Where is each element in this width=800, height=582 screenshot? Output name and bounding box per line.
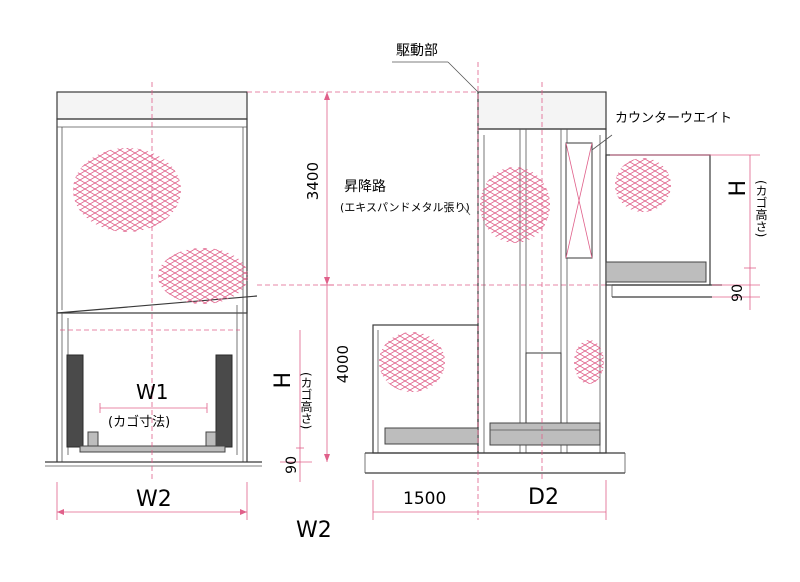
pit-right-dim: 90 <box>730 284 746 302</box>
center-dimensions <box>247 91 612 482</box>
pit-left-dim: 90 <box>284 456 300 474</box>
h-left-label: H (カゴ高さ) <box>271 372 315 429</box>
left-mesh-blob-2 <box>158 248 248 304</box>
right-elevation <box>364 62 760 520</box>
hoistway-note: (エキスパンドメタル張り) <box>340 201 470 214</box>
d2-label: D2 <box>528 485 559 510</box>
w2-outer-label: W2 <box>296 518 332 543</box>
h-left-note: (カゴ高さ) <box>299 372 313 430</box>
lower-height-dim: 4000 <box>334 345 352 384</box>
left-mesh-blob-1 <box>73 148 181 232</box>
h-right-letter: H <box>726 180 751 197</box>
right-rail-block <box>215 354 233 448</box>
left-elevation <box>45 82 262 520</box>
right-car-floor <box>489 422 601 446</box>
h-right-note: (カゴ高さ) <box>754 180 768 238</box>
h-right-label: H (カゴ高さ) <box>726 180 770 237</box>
h-left-letter: H <box>271 372 296 389</box>
w1-label: W1 <box>136 380 169 404</box>
counterweight-label: カウンターウエイト <box>615 111 733 126</box>
left-car-floor <box>79 445 226 453</box>
left-rail-block <box>66 354 84 448</box>
w1-note: (カゴ寸法) <box>108 415 171 430</box>
depth-front-dim: 1500 <box>403 489 447 509</box>
w2-inner-label: W2 <box>136 487 172 512</box>
top-height-dim: 3400 <box>304 162 322 201</box>
drive-unit-label: 駆動部 <box>396 43 438 59</box>
hoistway-label: 昇降路 <box>344 179 386 195</box>
